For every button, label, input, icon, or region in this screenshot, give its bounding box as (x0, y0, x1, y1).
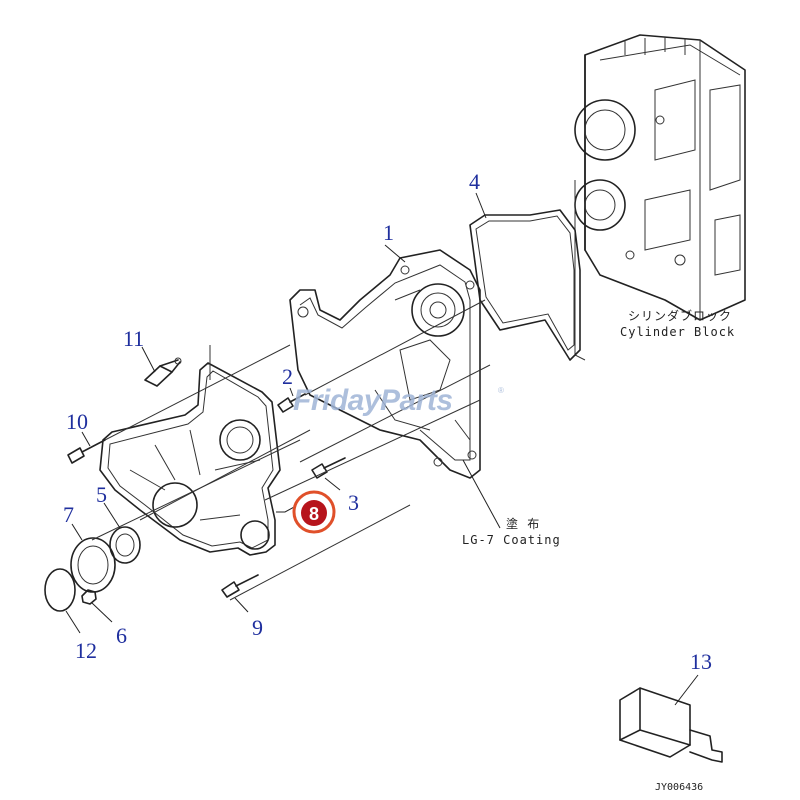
seal-part-12 (44, 568, 76, 612)
watermark-part1: Friday (293, 384, 382, 417)
assembly-guide-lines (91, 299, 491, 601)
bolt-part-3 (311, 457, 346, 479)
coating-en-label: LG-7 Coating (462, 533, 561, 547)
fridayparts-watermark: FridayParts ® (293, 384, 504, 417)
callout-7: 7 (63, 502, 74, 527)
callout-4: 4 (469, 169, 480, 194)
tool-part-13 (619, 687, 723, 763)
bolt-part-10 (67, 439, 106, 464)
watermark-registered: ® (498, 386, 504, 395)
cylinder-block (574, 34, 746, 361)
nut-part-6 (81, 589, 97, 605)
callout-8: 8 (309, 504, 319, 524)
callout-5: 5 (96, 482, 107, 507)
seal-part-5 (109, 526, 141, 564)
callout-9: 9 (252, 615, 263, 640)
leader-lines (65, 192, 699, 706)
front-housing-part-1 (289, 249, 481, 479)
coating-jp-label: 塗 布 (506, 516, 540, 531)
callout-3: 3 (348, 490, 359, 515)
watermark-part2: Parts (380, 384, 453, 417)
plug-part-11 (144, 357, 182, 387)
callout-11: 11 (123, 326, 144, 351)
callout-1: 1 (383, 220, 394, 245)
callout-numbers: 1 2 3 4 5 6 7 9 10 11 12 13 (63, 169, 712, 674)
highlighted-callout-8: 8 (292, 490, 336, 534)
bolt-part-2 (277, 393, 306, 413)
cylinder-block-jp-label: シリンダブロック (628, 308, 732, 323)
bolt-part-9 (221, 574, 259, 598)
front-cover (99, 362, 281, 556)
callout-6: 6 (116, 623, 127, 648)
figure-code: JY006436 (655, 782, 703, 793)
gasket-part-4 (469, 209, 581, 361)
callout-13: 13 (690, 649, 712, 674)
callout-12: 12 (75, 638, 97, 663)
cover-part-7 (70, 537, 116, 593)
cylinder-block-en-label: Cylinder Block (620, 325, 735, 339)
callout-10: 10 (66, 409, 88, 434)
svg-text:FridayParts: FridayParts (293, 384, 453, 417)
callout-2: 2 (282, 364, 293, 389)
